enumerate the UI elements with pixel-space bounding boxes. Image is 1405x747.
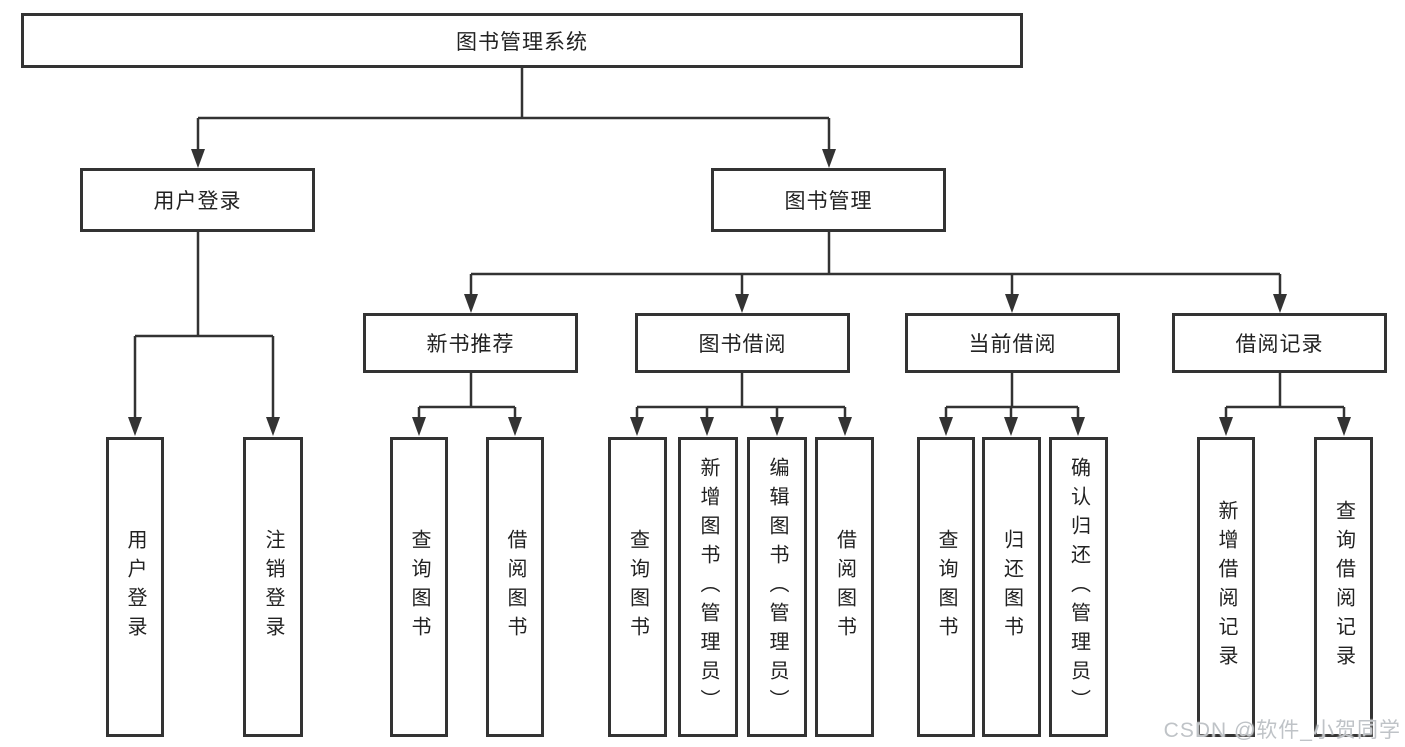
leaf-borrow-books: 借阅图书 xyxy=(815,437,874,737)
node-user-login: 用户登录 xyxy=(80,168,315,232)
node-label: 图书管理 xyxy=(784,190,873,213)
arrowhead xyxy=(1004,417,1018,436)
node-label: 用户登录 xyxy=(153,190,242,213)
node-label: 确认归还（管理员） xyxy=(1067,456,1090,718)
node-label: 查询图书 xyxy=(408,529,430,645)
leaf-borrow-books-recommend: 借阅图书 xyxy=(486,437,544,737)
connector-borrow-records-split xyxy=(1224,373,1346,418)
leaf-query-books-recommend: 查询图书 xyxy=(390,437,448,737)
watermark-text: CSDN @软件_小贺同学 xyxy=(1163,719,1401,742)
node-current-borrowing: 当前借阅 xyxy=(905,313,1120,373)
arrowhead xyxy=(1273,294,1287,313)
node-label: 当前借阅 xyxy=(968,333,1057,356)
node-label: 借阅图书 xyxy=(833,529,856,645)
connector-user-login-split xyxy=(133,232,275,418)
leaf-add-borrow-record: 新增借阅记录 xyxy=(1197,437,1255,737)
leaf-query-borrow-record: 查询借阅记录 xyxy=(1314,437,1373,737)
leaf-edit-book-admin: 编辑图书（管理员） xyxy=(747,437,807,737)
node-label: 新书推荐 xyxy=(426,333,515,356)
leaf-query-books-borrow: 查询图书 xyxy=(608,437,667,737)
node-borrowing-records: 借阅记录 xyxy=(1172,313,1387,373)
leaf-confirm-return-admin: 确认归还（管理员） xyxy=(1049,437,1108,737)
arrowhead xyxy=(770,417,784,436)
arrowhead xyxy=(191,149,205,168)
arrowhead xyxy=(266,417,280,436)
arrowhead xyxy=(1005,294,1019,313)
arrowhead xyxy=(838,417,852,436)
node-label: 查询借阅记录 xyxy=(1332,500,1355,674)
node-label: 查询图书 xyxy=(626,529,649,645)
node-label: 编辑图书（管理员） xyxy=(766,456,788,718)
node-label: 图书借阅 xyxy=(698,333,787,356)
leaf-add-book-admin: 新增图书（管理员） xyxy=(678,437,738,737)
leaf-user-login: 用户登录 xyxy=(106,437,164,737)
arrowhead xyxy=(822,149,836,168)
node-label: 用户登录 xyxy=(124,529,146,645)
arrowhead xyxy=(1337,417,1351,436)
connector-current-borrow-split xyxy=(944,373,1080,418)
arrowhead xyxy=(735,294,749,313)
arrowhead xyxy=(700,417,714,436)
arrowhead xyxy=(630,417,644,436)
leaf-return-books: 归还图书 xyxy=(982,437,1041,737)
node-label: 归还图书 xyxy=(1000,529,1023,645)
connector-new-book-split xyxy=(417,373,517,418)
node-label: 新增借阅记录 xyxy=(1215,500,1237,674)
arrowhead xyxy=(1071,417,1085,436)
connector-book-management-split xyxy=(469,232,1282,296)
arrowhead xyxy=(464,294,478,313)
node-book-management: 图书管理 xyxy=(711,168,946,232)
node-book-borrowing: 图书借阅 xyxy=(635,313,850,373)
node-library-management-system: 图书管理系统 xyxy=(21,13,1023,68)
leaf-logout: 注销登录 xyxy=(243,437,303,737)
node-label: 新增图书（管理员） xyxy=(697,456,719,718)
node-label: 借阅图书 xyxy=(504,529,526,645)
node-label: 借阅记录 xyxy=(1235,333,1324,356)
arrowhead xyxy=(412,417,426,436)
arrowhead xyxy=(939,417,953,436)
connector-root-split xyxy=(196,68,831,151)
node-label: 图书管理系统 xyxy=(456,30,588,54)
node-new-book-recommendation: 新书推荐 xyxy=(363,313,578,373)
leaf-query-books-current: 查询图书 xyxy=(917,437,975,737)
node-label: 查询图书 xyxy=(935,529,957,645)
node-label: 注销登录 xyxy=(262,529,284,645)
arrowhead xyxy=(128,417,142,436)
arrowhead xyxy=(508,417,522,436)
connector-book-borrow-split xyxy=(635,373,847,418)
arrowhead xyxy=(1219,417,1233,436)
